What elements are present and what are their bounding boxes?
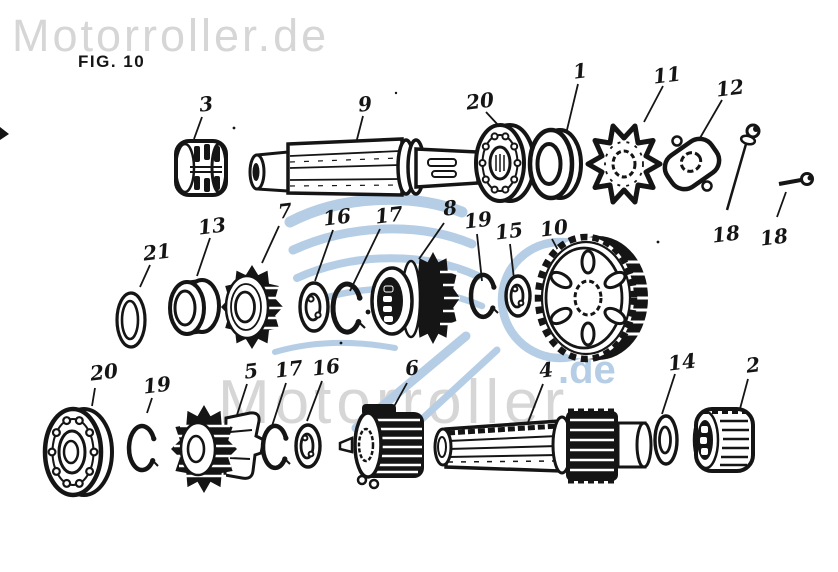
paper-specks <box>0 91 660 345</box>
part-3-needle-bearing-cage <box>174 139 228 197</box>
callout-15: 15 <box>493 217 525 245</box>
part-19-circlip-mid <box>468 272 499 320</box>
part-17-circlip-bottom <box>260 423 291 471</box>
part-1-spacer-ring <box>527 127 583 201</box>
callout-19-bottom: 19 <box>141 371 173 399</box>
leader-lines <box>91 83 787 427</box>
part-16-splined-washer-mid <box>298 281 330 333</box>
part-2-needle-bearing-cage <box>692 407 755 473</box>
callout-2: 2 <box>744 352 762 378</box>
callout-9: 9 <box>356 91 374 117</box>
part-18-bolt-a <box>725 123 761 211</box>
callout-14: 14 <box>666 348 698 376</box>
callout-17-bottom: 17 <box>273 355 305 383</box>
part-18-bolt-b <box>778 172 814 186</box>
part-14-washer <box>653 414 679 466</box>
part-8-gear-cluster <box>370 252 460 344</box>
figure-label: FIG. 10 <box>78 52 146 71</box>
callout-1: 1 <box>571 58 589 84</box>
part-15-splined-washer <box>504 274 532 318</box>
callout-7: 7 <box>276 198 294 224</box>
callout-10: 10 <box>538 214 570 242</box>
part-21-thrust-washer <box>115 291 147 349</box>
part-6-pinion-gear <box>338 404 424 490</box>
callout-18-a: 18 <box>710 220 742 248</box>
part-9-main-shaft <box>248 137 502 197</box>
callout-12: 12 <box>714 74 746 102</box>
callout-13: 13 <box>196 212 228 240</box>
part-20-ball-bearing-top <box>474 123 536 203</box>
part-13-spacer-bushing <box>168 278 221 336</box>
callout-20-top: 20 <box>464 87 496 115</box>
callout-19-mid: 19 <box>462 206 494 234</box>
part-7-gear <box>221 265 284 349</box>
callout-5: 5 <box>242 358 260 384</box>
watermark-top-text: Motorroller.de <box>12 10 330 61</box>
callout-18-b: 18 <box>758 223 790 251</box>
part-12-retainer-plate <box>662 135 722 192</box>
callout-6: 6 <box>403 355 421 381</box>
callout-16-mid: 16 <box>321 203 353 231</box>
part-19-circlip-bottom <box>126 423 159 473</box>
callout-17-mid: 17 <box>373 201 405 229</box>
callout-4: 4 <box>537 357 555 383</box>
callout-16-bottom: 16 <box>310 353 342 381</box>
callout-11: 11 <box>651 61 683 89</box>
part-5-shift-gear <box>171 405 266 493</box>
callout-20-bottom: 20 <box>88 358 120 386</box>
part-4-input-shaft <box>433 408 653 484</box>
part-11-drive-sprocket <box>585 123 663 205</box>
callout-21: 21 <box>141 238 173 266</box>
part-10-final-gear <box>534 233 650 363</box>
part-16-splined-washer-bottom <box>294 423 322 469</box>
callout-3: 3 <box>197 91 215 117</box>
callout-8: 8 <box>441 195 459 221</box>
part-20-ball-bearing-bottom <box>42 406 114 498</box>
part-17-circlip-mid <box>330 281 371 335</box>
